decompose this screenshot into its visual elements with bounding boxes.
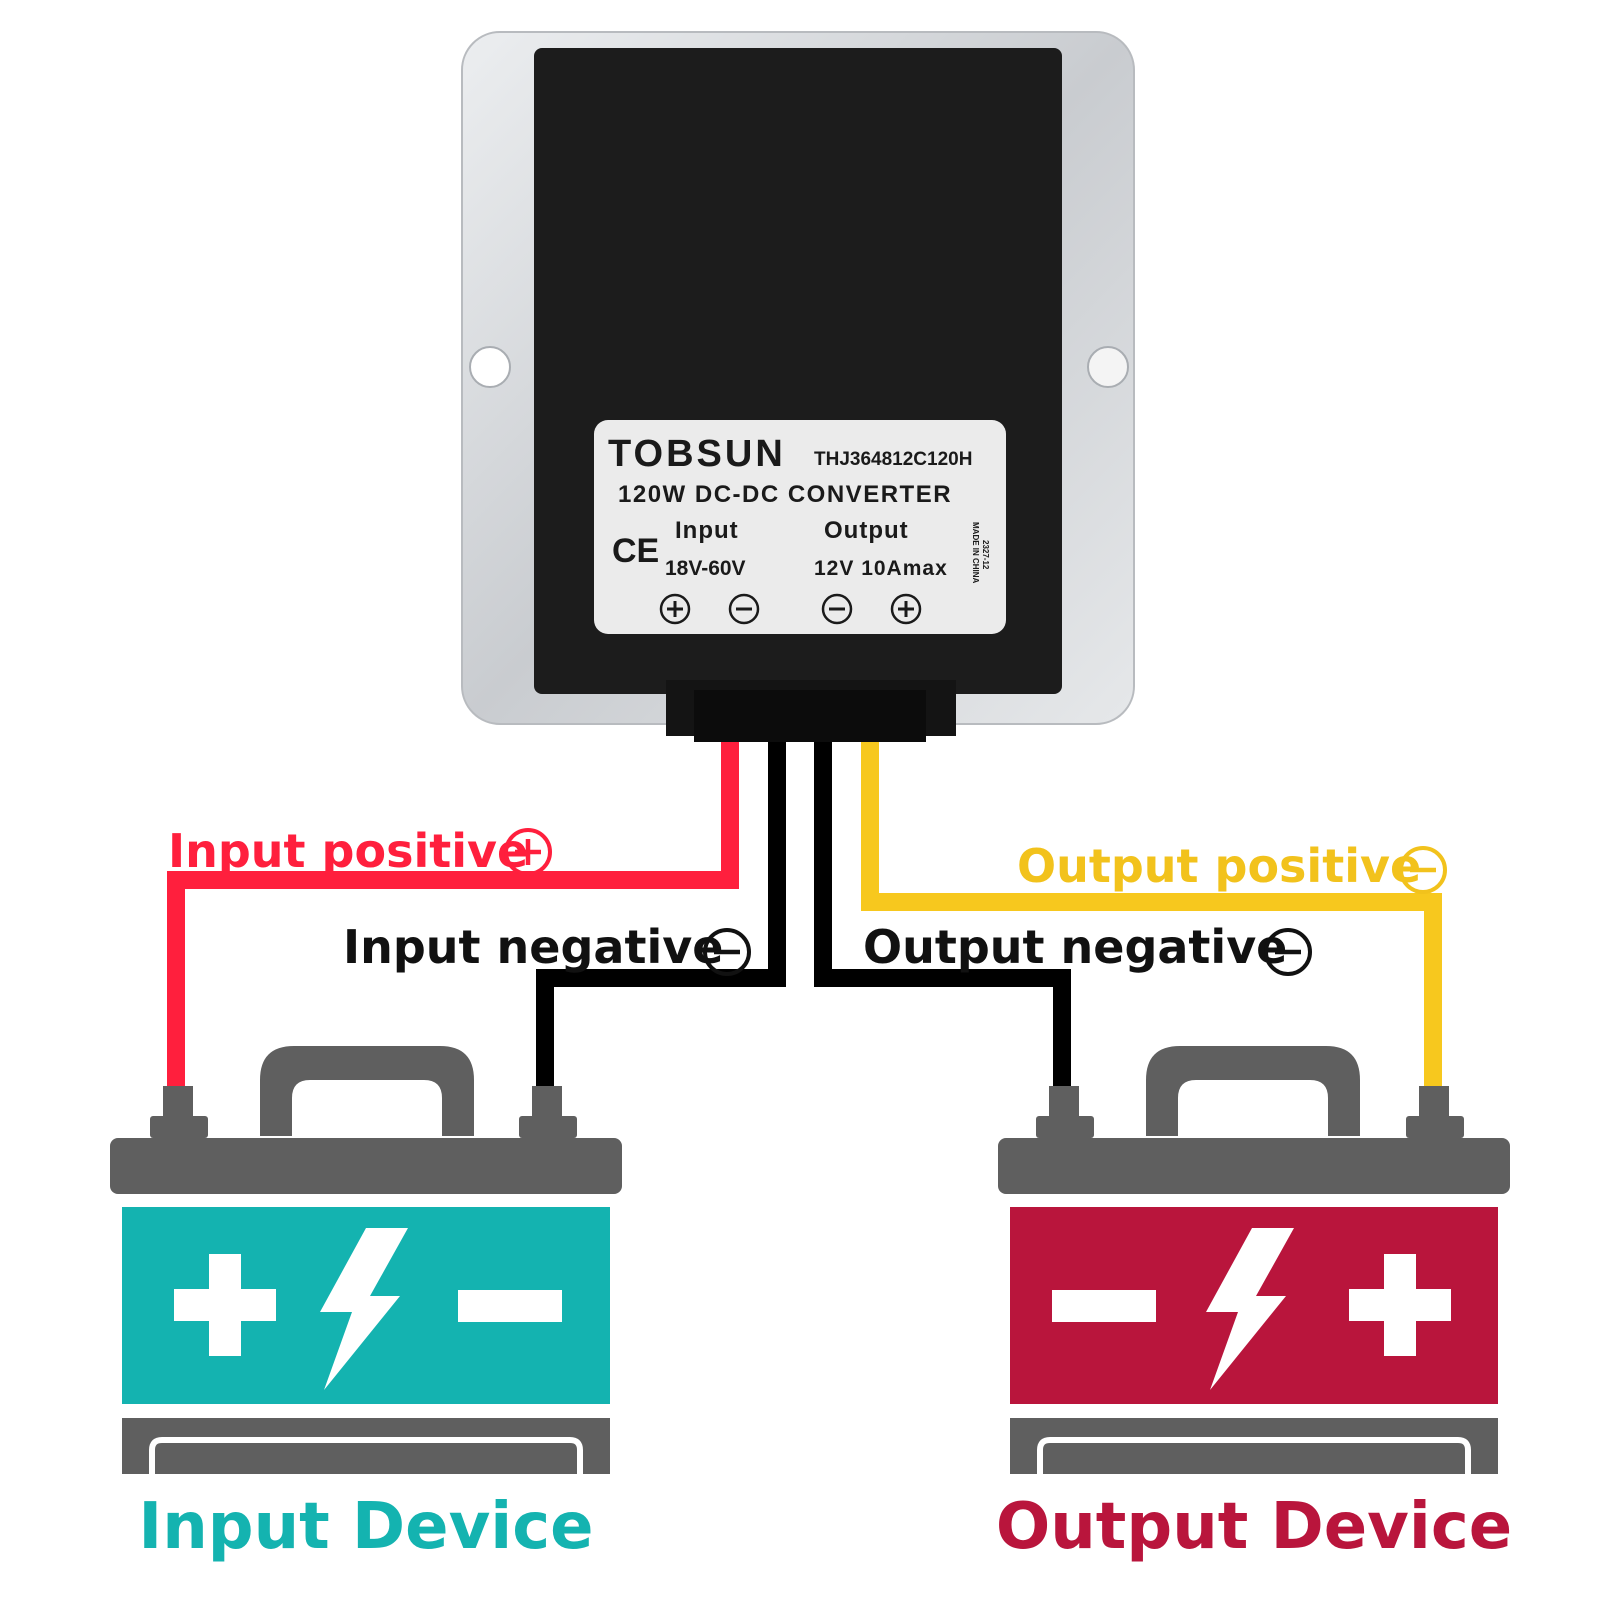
mounting-hole-right bbox=[1087, 346, 1129, 388]
label-terminal-minus-1 bbox=[728, 593, 760, 625]
terminal-post-negative bbox=[532, 1086, 562, 1116]
minus-circle-icon bbox=[728, 593, 760, 625]
wires bbox=[167, 728, 1442, 1100]
terminal-post-positive bbox=[163, 1086, 193, 1116]
plus-circle-icon bbox=[890, 593, 922, 625]
input-battery-icon bbox=[110, 1046, 622, 1474]
lightning-bolt-icon bbox=[320, 1228, 408, 1390]
input-positive-label: Input positive bbox=[168, 824, 528, 878]
cable-gland-cap bbox=[694, 690, 926, 742]
label-terminal-minus-2 bbox=[821, 593, 853, 625]
battery-base-notch bbox=[1037, 1437, 1471, 1474]
ce-mark-icon: CE bbox=[612, 532, 659, 570]
input-positive-wire bbox=[167, 728, 739, 1100]
terminal-cap-positive bbox=[1406, 1116, 1464, 1138]
converter-title: 120W DC-DC CONVERTER bbox=[618, 481, 952, 508]
output-spec-rating: 12V 10Amax bbox=[814, 557, 948, 580]
plus-icon bbox=[1349, 1254, 1451, 1356]
input-spec-range: 18V-60V bbox=[665, 557, 746, 580]
minus-circle-icon bbox=[703, 928, 751, 976]
plus-circle-icon bbox=[504, 828, 552, 876]
battery-base bbox=[122, 1418, 610, 1474]
plus-icon bbox=[174, 1254, 276, 1356]
output-positive-wire bbox=[861, 728, 1442, 1100]
output-negative-label: Output negative bbox=[863, 920, 1287, 974]
input-device-label: Input Device bbox=[138, 1490, 593, 1564]
dc-dc-converter: TOBSUN THJ364812C120H 120W DC-DC CONVERT… bbox=[461, 31, 1135, 742]
product-label bbox=[594, 420, 1006, 634]
battery-lid bbox=[110, 1138, 622, 1194]
minus-icon bbox=[1052, 1290, 1156, 1322]
output-spec-label: Output bbox=[824, 517, 909, 544]
minus-circle-icon bbox=[1264, 928, 1312, 976]
label-terminal-plus-2 bbox=[890, 593, 922, 625]
input-spec-label: Input bbox=[675, 517, 739, 544]
input-negative-label: Input negative bbox=[343, 920, 723, 974]
terminal-post-positive bbox=[1419, 1086, 1449, 1116]
lightning-bolt-icon bbox=[1206, 1228, 1294, 1390]
brand-name: TOBSUN bbox=[608, 433, 786, 475]
terminal-cap-positive bbox=[150, 1116, 208, 1138]
input-negative-wire bbox=[536, 728, 786, 1100]
output-negative-wire bbox=[814, 728, 1071, 1100]
mounting-hole-left bbox=[469, 346, 511, 388]
terminal-post-negative bbox=[1049, 1086, 1079, 1116]
terminal-cap-negative bbox=[519, 1116, 577, 1138]
minus-circle-icon bbox=[1399, 846, 1447, 894]
minus-icon bbox=[458, 1290, 562, 1322]
battery-base-notch bbox=[149, 1437, 583, 1474]
battery-lid bbox=[998, 1138, 1510, 1194]
battery-handle bbox=[260, 1046, 474, 1136]
label-terminal-plus-1 bbox=[659, 593, 691, 625]
wire-labels: Input positive Input negative Output pos… bbox=[168, 824, 1447, 976]
output-positive-label: Output positive bbox=[1017, 839, 1421, 893]
terminal-cap-negative bbox=[1036, 1116, 1094, 1138]
model-number: THJ364812C120H bbox=[814, 449, 972, 470]
battery-handle bbox=[1146, 1046, 1360, 1136]
output-battery-icon bbox=[998, 1046, 1510, 1474]
date-code: 2327-12 bbox=[981, 540, 990, 570]
minus-circle-icon bbox=[821, 593, 853, 625]
output-device-label: Output Device bbox=[996, 1490, 1512, 1564]
plus-circle-icon bbox=[659, 593, 691, 625]
battery-base bbox=[1010, 1418, 1498, 1474]
made-in-text: MADE IN CHINA bbox=[971, 522, 980, 584]
